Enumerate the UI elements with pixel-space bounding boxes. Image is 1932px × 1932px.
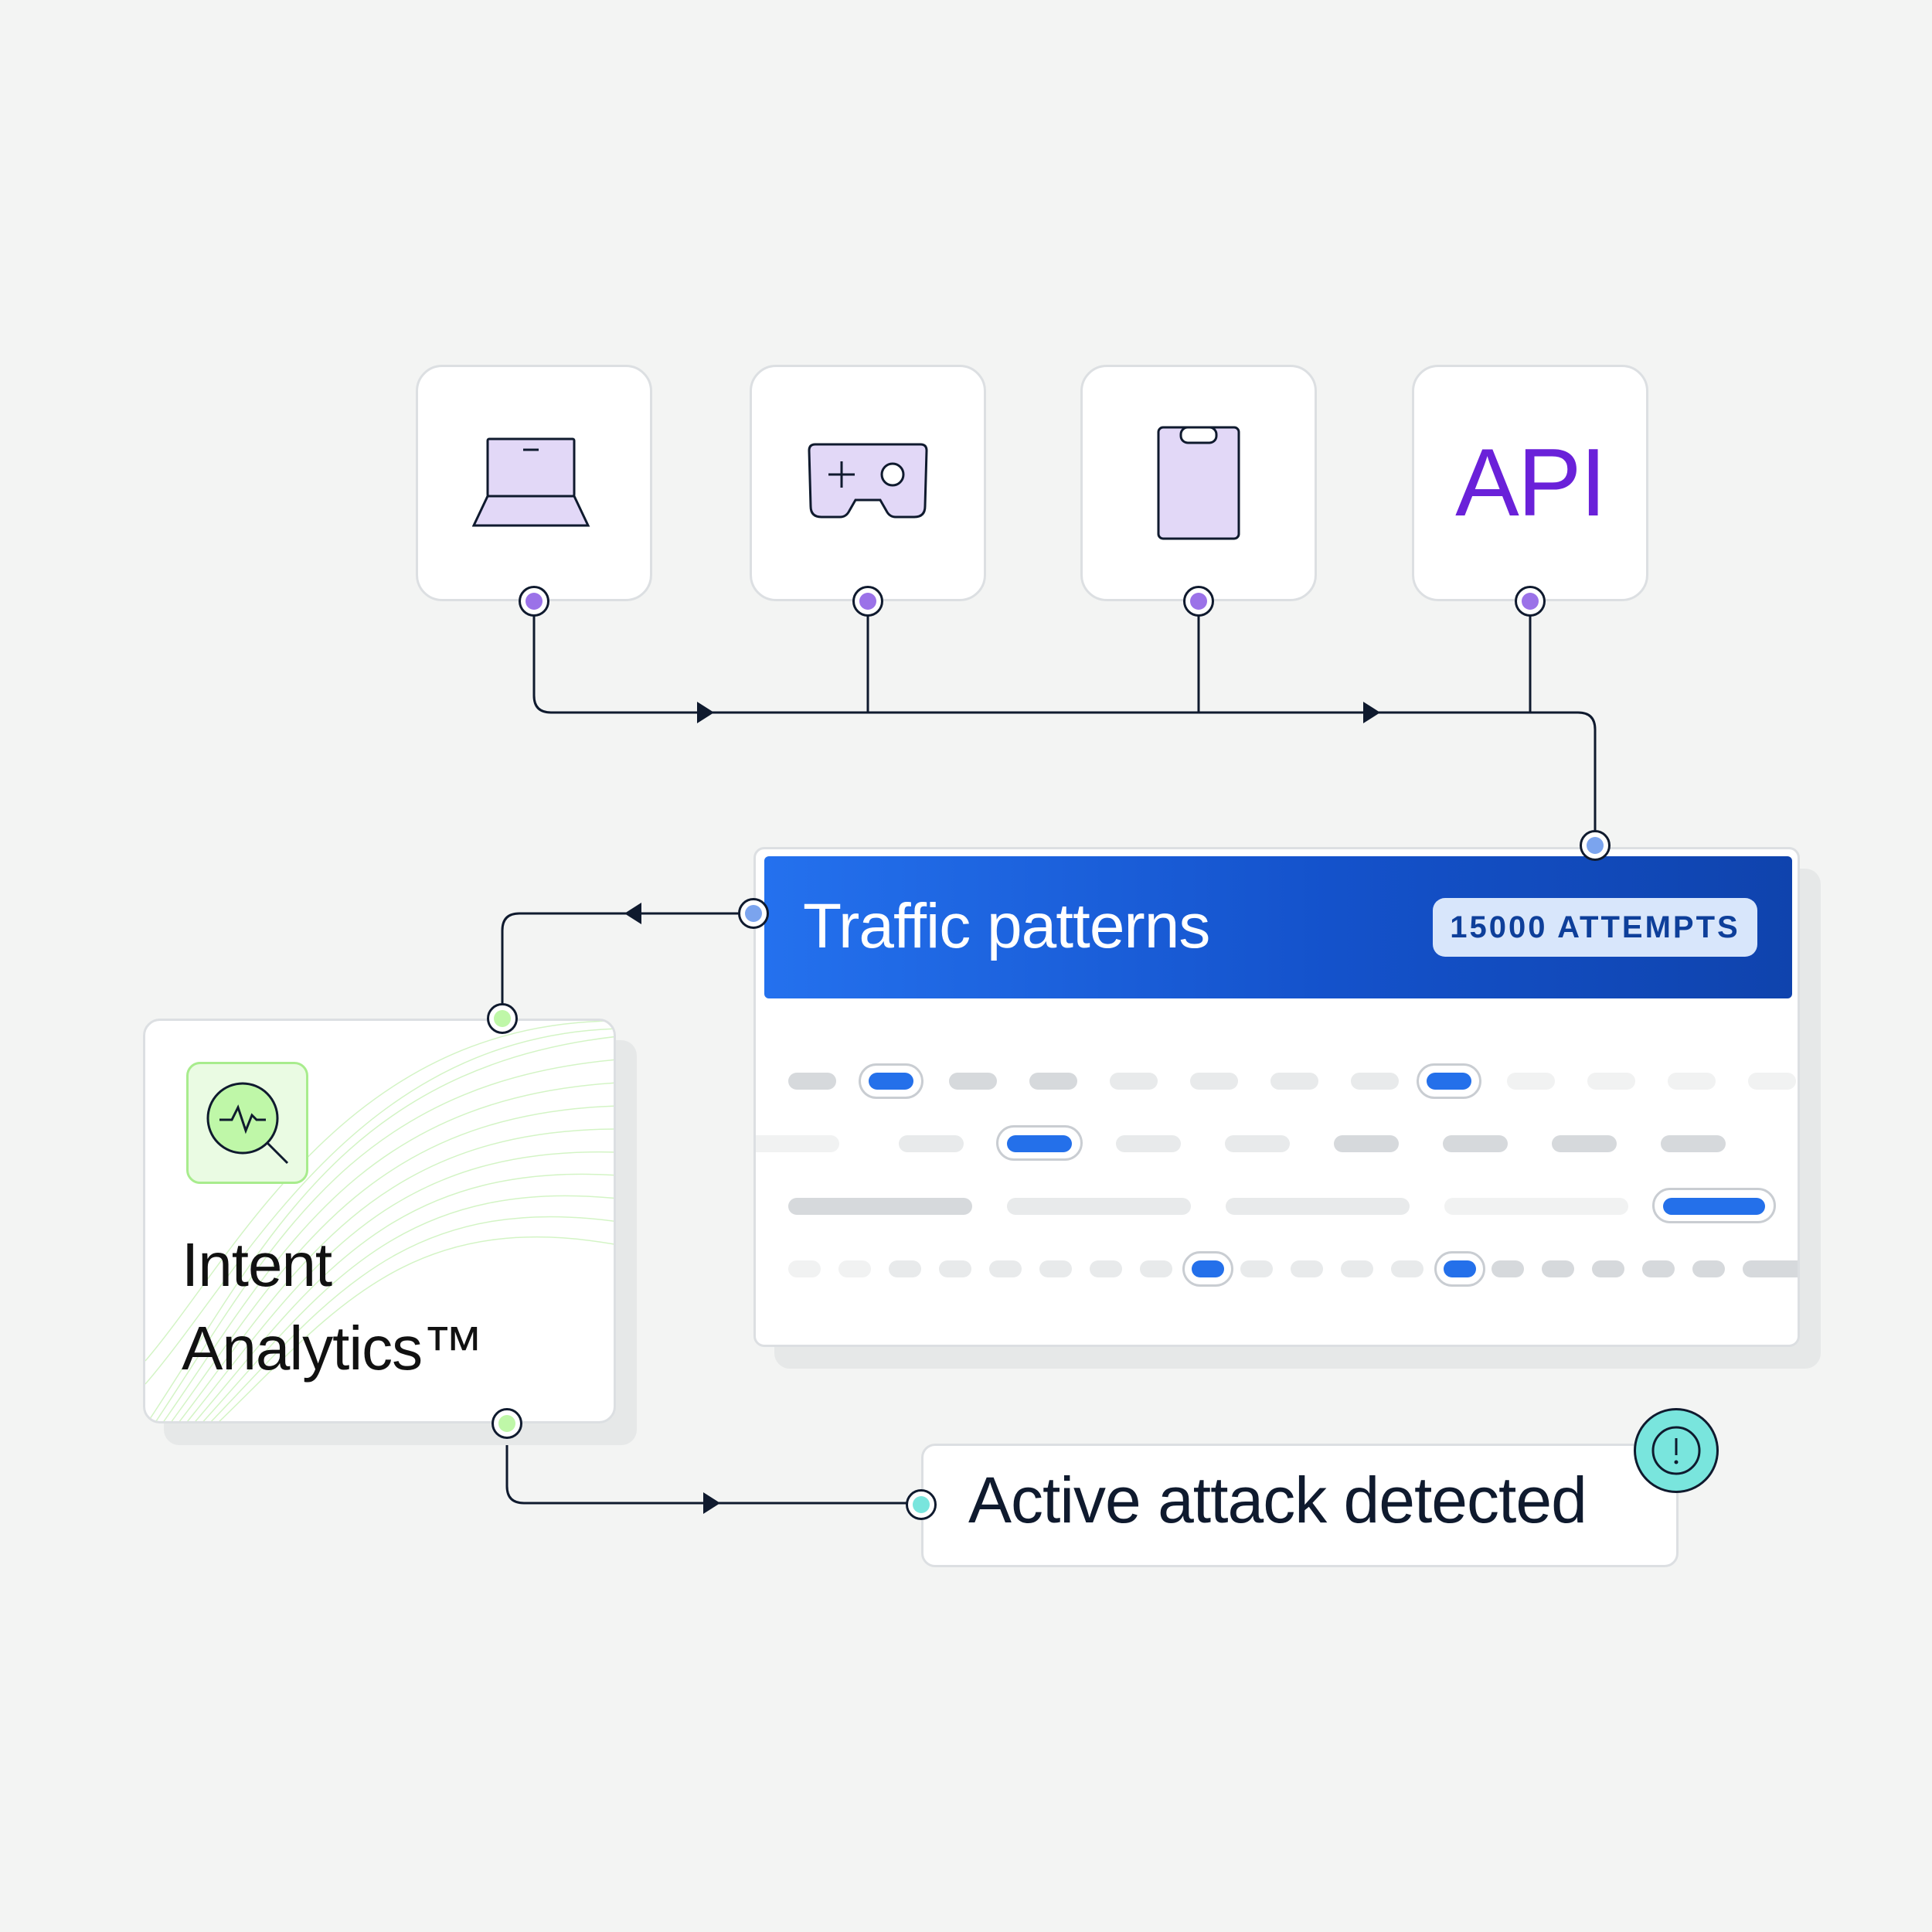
traffic-bar xyxy=(1391,1260,1423,1277)
traffic-bar xyxy=(1007,1198,1191,1215)
intent-output-node xyxy=(492,1408,522,1439)
intent-title-line2: Analytics™ xyxy=(182,1314,484,1383)
game-controller-source-card xyxy=(750,365,986,601)
traffic-bar-flagged xyxy=(1427,1073,1471,1090)
alert-input-node xyxy=(906,1489,937,1520)
api-source-card: API xyxy=(1412,365,1648,601)
laptop-source-card xyxy=(416,365,652,601)
traffic-bar xyxy=(756,1135,839,1152)
mobile-phone-source-card xyxy=(1080,365,1317,601)
exclamation-icon xyxy=(1651,1426,1701,1475)
intent-analytics-card: Intent Analytics™ xyxy=(143,1019,616,1423)
arrow-left xyxy=(624,903,641,924)
traffic-bar xyxy=(1110,1073,1158,1090)
traffic-bar xyxy=(838,1260,871,1277)
traffic-bar xyxy=(1668,1073,1716,1090)
game-controller-connector-node xyxy=(852,586,883,617)
mobile-phone-connector-node xyxy=(1183,586,1214,617)
traffic-bar xyxy=(1270,1073,1318,1090)
intent-analytics-title: Intent Analytics™ xyxy=(182,1223,484,1390)
traffic-patterns-panel: Traffic patterns 15000 ATTEMPTS xyxy=(753,847,1800,1347)
traffic-bar xyxy=(1240,1260,1273,1277)
traffic-bar-flagged xyxy=(1007,1135,1072,1152)
traffic-bar xyxy=(939,1260,971,1277)
traffic-bar xyxy=(989,1260,1022,1277)
traffic-bar xyxy=(1587,1073,1635,1090)
traffic-bar xyxy=(1226,1198,1410,1215)
traffic-bar xyxy=(1029,1073,1077,1090)
intent-input-node xyxy=(487,1003,518,1034)
traffic-bar xyxy=(889,1260,921,1277)
traffic-bar xyxy=(788,1198,972,1215)
traffic-patterns-title: Traffic patterns xyxy=(803,891,1210,961)
laptop-icon xyxy=(472,437,590,527)
traffic-bar xyxy=(1748,1073,1796,1090)
wave-pattern xyxy=(145,1021,614,1421)
traffic-bar xyxy=(1692,1260,1725,1277)
game-controller-icon xyxy=(808,443,928,519)
traffic-bar xyxy=(1225,1135,1290,1152)
intent-icon-box xyxy=(186,1062,308,1184)
traffic-bar xyxy=(1341,1260,1373,1277)
arrow-right-1 xyxy=(697,702,714,723)
api-connector-node xyxy=(1515,586,1546,617)
traffic-bar-flagged xyxy=(1444,1260,1476,1277)
traffic-bar xyxy=(1642,1260,1675,1277)
attempts-badge: 15000 ATTEMPTS xyxy=(1433,898,1757,957)
traffic-bar xyxy=(1444,1198,1628,1215)
traffic-patterns-header: Traffic patterns 15000 ATTEMPTS xyxy=(764,856,1792,998)
traffic-bar xyxy=(1507,1073,1555,1090)
traffic-bar xyxy=(949,1073,997,1090)
active-attack-alert: Active attack detected xyxy=(921,1444,1679,1567)
alert-text: Active attack detected xyxy=(968,1464,1587,1536)
laptop-connector-node xyxy=(519,586,549,617)
traffic-bar-flagged xyxy=(1663,1198,1765,1215)
traffic-bar xyxy=(1661,1135,1726,1152)
mobile-phone-icon xyxy=(1157,426,1240,540)
traffic-bar-flagged xyxy=(1192,1260,1224,1277)
traffic-bar xyxy=(1291,1260,1323,1277)
traffic-output-node xyxy=(738,898,769,929)
traffic-bar xyxy=(1039,1260,1072,1277)
traffic-bar xyxy=(1116,1135,1181,1152)
traffic-bar xyxy=(1592,1260,1624,1277)
analytics-search-icon xyxy=(206,1082,289,1165)
alert-badge xyxy=(1634,1408,1719,1493)
traffic-bar xyxy=(1443,1135,1508,1152)
traffic-bar xyxy=(1542,1260,1574,1277)
arrow-right-2 xyxy=(1363,702,1380,723)
traffic-bar xyxy=(1090,1260,1122,1277)
traffic-bar xyxy=(1140,1260,1172,1277)
traffic-bar xyxy=(1552,1135,1617,1152)
traffic-bar xyxy=(899,1135,964,1152)
traffic-bar xyxy=(1351,1073,1399,1090)
traffic-bar xyxy=(1743,1260,1798,1277)
traffic-bar xyxy=(1334,1135,1399,1152)
traffic-bar xyxy=(788,1073,836,1090)
intent-title-line1: Intent xyxy=(182,1230,332,1299)
traffic-bar xyxy=(1190,1073,1238,1090)
api-label: API xyxy=(1455,430,1607,536)
traffic-bar xyxy=(1492,1260,1524,1277)
traffic-input-node xyxy=(1580,830,1611,861)
traffic-bar xyxy=(788,1260,821,1277)
arrow-right-3 xyxy=(703,1492,720,1514)
traffic-bar-flagged xyxy=(869,1073,913,1090)
